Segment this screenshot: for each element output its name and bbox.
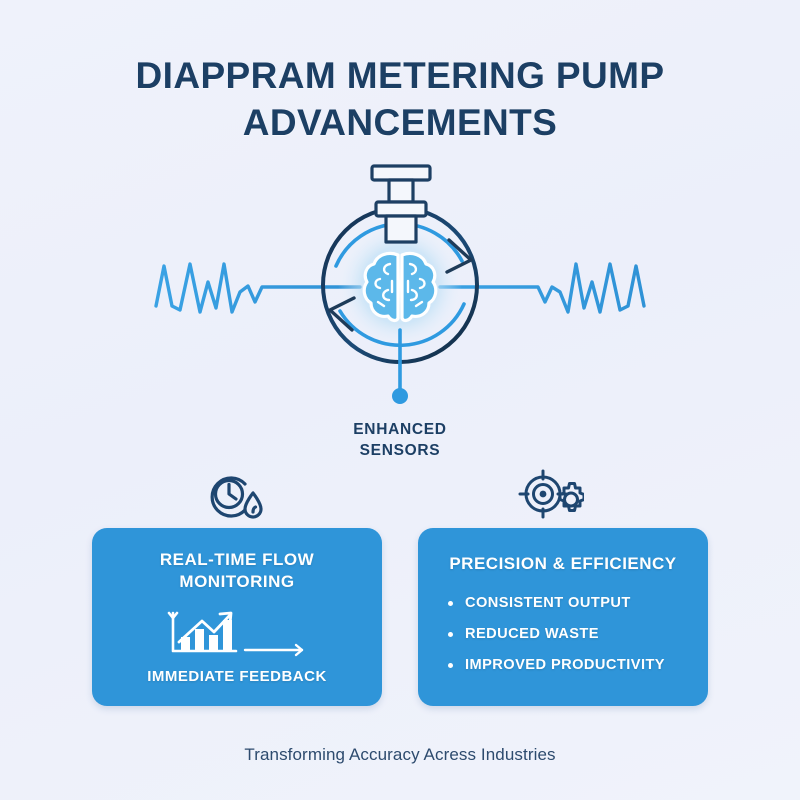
cycle-arrowheads <box>328 238 473 332</box>
waveform-right-icon <box>438 262 646 314</box>
card-left-title-line-2: MONITORING <box>179 572 295 592</box>
card-left-footer: IMMEDIATE FEEDBACK <box>147 667 327 685</box>
hero-label-line-2: SENSORS <box>359 441 441 459</box>
trend-line <box>177 611 233 644</box>
brain-glow <box>338 223 462 347</box>
target-gear-icon <box>518 466 584 522</box>
hero-label: ENHANCED SENSORS <box>0 420 800 462</box>
card-right-title: PRECISION & EFFICIENCY <box>449 554 677 573</box>
card-real-time-flow-monitoring[interactable]: REAL-TIME FLOW MONITORING <box>92 528 382 706</box>
card-left-title-line-1: REAL-TIME FLOW <box>159 550 315 569</box>
pump-head-icon <box>370 164 432 244</box>
clock-droplet-icon <box>203 466 269 522</box>
hero-label-line-1: ENHANCED <box>353 421 447 438</box>
flow-arrow-icon <box>243 643 304 657</box>
card-left-title: REAL-TIME FLOW MONITORING <box>92 528 382 594</box>
title-line-1: DIAPPRAM METERING PUMP <box>135 55 665 96</box>
bar-chart-trend-icon <box>92 605 382 659</box>
benefits-list: CONSISTENT OUTPUT REDUCED WASTE IMPROVED… <box>448 596 708 672</box>
card-precision-efficiency[interactable]: PRECISION & EFFICIENCY CONSISTENT OUTPUT… <box>418 528 708 706</box>
bars <box>181 619 232 651</box>
list-item: IMPROVED PRODUCTIVITY <box>448 658 708 673</box>
sensor-probe-icon <box>392 328 408 404</box>
title-line-2: ADVANCEMENTS <box>242 102 558 144</box>
brain-icon <box>362 251 438 323</box>
list-item: CONSISTENT OUTPUT <box>448 596 708 611</box>
page-title: DIAPPRAM METERING PUMP ADVANCEMENTS <box>0 52 800 147</box>
list-item: REDUCED WASTE <box>448 627 708 642</box>
footer-tagline: Transforming Accuracy Acress Industries <box>244 745 556 764</box>
waveform-left-icon <box>154 262 362 314</box>
hero-graphic <box>150 160 650 410</box>
